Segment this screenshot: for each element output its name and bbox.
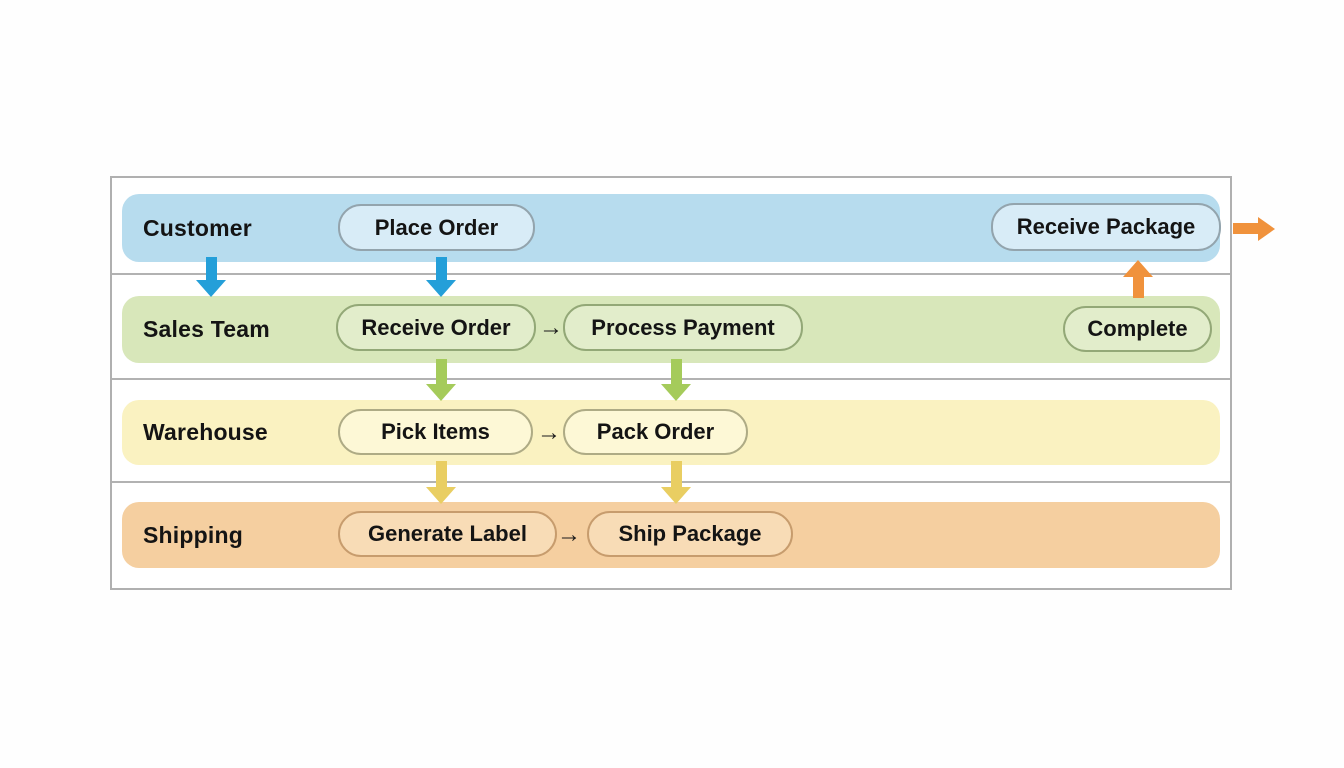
flow-arrow-icon: → — [539, 314, 563, 341]
node-receive-order: Receive Order — [336, 304, 536, 351]
right-arrow-receive-package-exit-icon — [1233, 216, 1275, 241]
down-arrow-place-order-to-receive-order-icon — [426, 257, 456, 297]
lane-separator — [112, 273, 1230, 275]
node-receive-package: Receive Package — [991, 203, 1221, 251]
node-complete: Complete — [1063, 306, 1212, 352]
lane-label-shipping: Shipping — [143, 521, 243, 548]
node-pick-items: Pick Items — [338, 409, 533, 455]
down-arrow-pick-items-to-generate-label-icon — [426, 461, 456, 504]
node-place-order: Place Order — [338, 204, 535, 251]
down-arrow-process-payment-to-pack-order-icon — [661, 359, 691, 401]
node-process-payment: Process Payment — [563, 304, 803, 351]
flow-arrow-icon: → — [537, 419, 561, 446]
lane-label-sales-team: Sales Team — [143, 316, 270, 342]
lane-label-customer: Customer — [143, 214, 252, 241]
node-generate-label: Generate Label — [338, 511, 557, 557]
down-arrow-pack-order-to-ship-package-icon — [661, 461, 691, 504]
node-ship-package: Ship Package — [587, 511, 793, 557]
flow-arrow-icon: → — [557, 521, 581, 548]
up-arrow-complete-to-receive-package-icon — [1123, 260, 1153, 298]
down-arrow-customer-to-sales-icon — [196, 257, 226, 297]
node-pack-order: Pack Order — [563, 409, 748, 455]
down-arrow-receive-order-to-pick-items-icon — [426, 359, 456, 401]
lane-label-warehouse: Warehouse — [143, 419, 268, 445]
